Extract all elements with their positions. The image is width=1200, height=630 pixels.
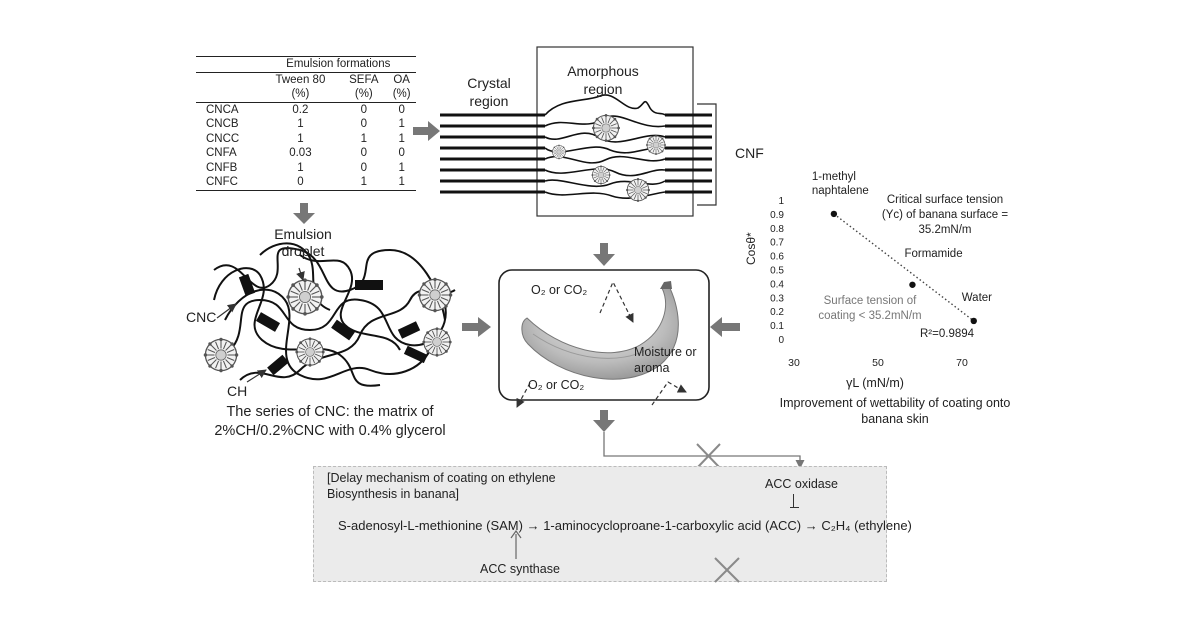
table-cell: 0: [387, 146, 416, 161]
chart-y-axis-title: Cosθ*: [744, 232, 758, 265]
y-tick-label: 1: [778, 196, 784, 207]
table-row-name: CNCB: [196, 117, 261, 132]
data-point-label: naphtalene: [812, 185, 869, 197]
oxidase-inhibition-marker: [793, 494, 804, 508]
table-cell: 0: [340, 102, 387, 117]
coating-surface-tension-annotation: Surface tension of coating < 35.2mN/m: [800, 294, 940, 324]
data-point-label: Formamide: [904, 248, 962, 260]
cnc-network: [204, 243, 455, 385]
y-tick-label: 0.7: [770, 238, 784, 249]
synthase-up-arrow: [508, 530, 524, 560]
table-cell: 0: [340, 117, 387, 132]
y-tick-label: 0.4: [770, 279, 784, 290]
table-body: CNCA0.200CNCB101CNCC111CNFA0.0300CNFB101…: [196, 102, 416, 190]
data-point: [909, 282, 915, 288]
table-row-name: CNFB: [196, 161, 261, 176]
table-cell: 1: [387, 132, 416, 147]
table-row: CNFB101: [196, 161, 416, 176]
table-cell: 1: [261, 161, 341, 176]
acc-oxidase-label: ACC oxidase: [765, 477, 838, 491]
table-row-name: CNFA: [196, 146, 261, 161]
column-header-sefa: SEFA (%): [340, 72, 387, 102]
y-tick-label: 0.1: [770, 321, 784, 332]
mechanism-title: [Delay mechanism of coating on ethylene …: [327, 470, 556, 502]
table-row: CNCA0.200: [196, 102, 416, 117]
cnc-label: CNC: [186, 309, 216, 325]
flow-arrow-table-to-cnf: [413, 121, 440, 141]
x-tick-label: 30: [788, 357, 800, 369]
critical-surface-tension-annotation: Critical surface tension (Yc) of banana …: [870, 193, 1020, 238]
emulsion-droplet-label: Emulsion droplet: [266, 226, 340, 260]
y-tick-label: 0.2: [770, 307, 784, 318]
table-row-name: CNCC: [196, 132, 261, 147]
inhibition-cross-bottom: [712, 556, 742, 584]
table-row: CNCB101: [196, 117, 416, 132]
table-corner: [196, 57, 261, 73]
table-cell: 1: [261, 132, 341, 147]
cnf-label: CNF: [735, 145, 764, 161]
cnc-caption: The series of CNC: the matrix of 2%CH/0.…: [190, 403, 470, 441]
flow-arrow-banana-to-mechanism: [593, 410, 615, 432]
table-row-name: CNCA: [196, 102, 261, 117]
y-tick-label: 0.5: [770, 266, 784, 277]
table-cell: 0.2: [261, 102, 341, 117]
data-point: [971, 318, 977, 324]
table-cell: 1: [387, 117, 416, 132]
chart-x-axis-title: γL (mN/m): [780, 376, 970, 390]
flow-arrow-cnc-to-banana: [462, 317, 491, 337]
x-tick-label: 50: [872, 357, 884, 369]
table-cell: 1: [387, 161, 416, 176]
ch-label: CH: [227, 383, 247, 399]
table-cell: 1: [387, 175, 416, 190]
table-cell: 0: [340, 161, 387, 176]
gas-exchange-top-label: O₂ or CO₂: [531, 283, 587, 297]
data-point-label: Water: [962, 292, 992, 304]
data-point: [831, 211, 837, 217]
y-tick-label: 0.6: [770, 252, 784, 263]
table-row: CNFC011: [196, 175, 416, 190]
table-cell: 1: [340, 175, 387, 190]
acc-synthase-label: ACC synthase: [480, 562, 560, 576]
table-row: CNFA0.0300: [196, 146, 416, 161]
table-cell: 0.03: [261, 146, 341, 161]
table-cell: 1: [261, 117, 341, 132]
ethylene-pathway: S-adenosyl-L-methionine (SAM) → 1-aminoc…: [338, 518, 912, 533]
moisture-aroma-label: Moisture or aroma: [634, 344, 697, 376]
flow-arrow-table-to-cnc: [293, 203, 315, 224]
gas-exchange-bottom-label: O₂ or CO₂: [528, 378, 584, 392]
amorphous-region-label: Amorphous region: [558, 62, 648, 98]
table-cell: 0: [387, 102, 416, 117]
y-tick-label: 0.8: [770, 224, 784, 235]
table-group-header: Emulsion formations: [261, 57, 416, 73]
y-tick-label: 0.3: [770, 293, 784, 304]
emulsion-table: Emulsion formations Tween 80 (%) SEFA (%…: [196, 56, 416, 191]
crystal-region-label: Crystal region: [452, 74, 526, 110]
table-cell: 0: [261, 175, 341, 190]
table-corner-cell: [196, 72, 261, 102]
table-row-name: CNFC: [196, 175, 261, 190]
y-tick-label: 0.9: [770, 210, 784, 221]
table-cell: 0: [340, 146, 387, 161]
column-header-tween80: Tween 80 (%): [261, 72, 341, 102]
flow-arrow-cnf-to-banana: [593, 243, 615, 266]
flow-arrow-chart-to-banana: [710, 317, 740, 337]
y-tick-label: 0: [778, 335, 784, 346]
chart-caption: Improvement of wettability of coating on…: [760, 395, 1030, 427]
data-point-label: 1-methyl: [812, 171, 856, 183]
column-header-oa: OA (%): [387, 72, 416, 102]
r-squared-label: R²=0.9894: [920, 328, 974, 340]
x-tick-label: 70: [956, 357, 968, 369]
table-cell: 1: [340, 132, 387, 147]
table-row: CNCC111: [196, 132, 416, 147]
